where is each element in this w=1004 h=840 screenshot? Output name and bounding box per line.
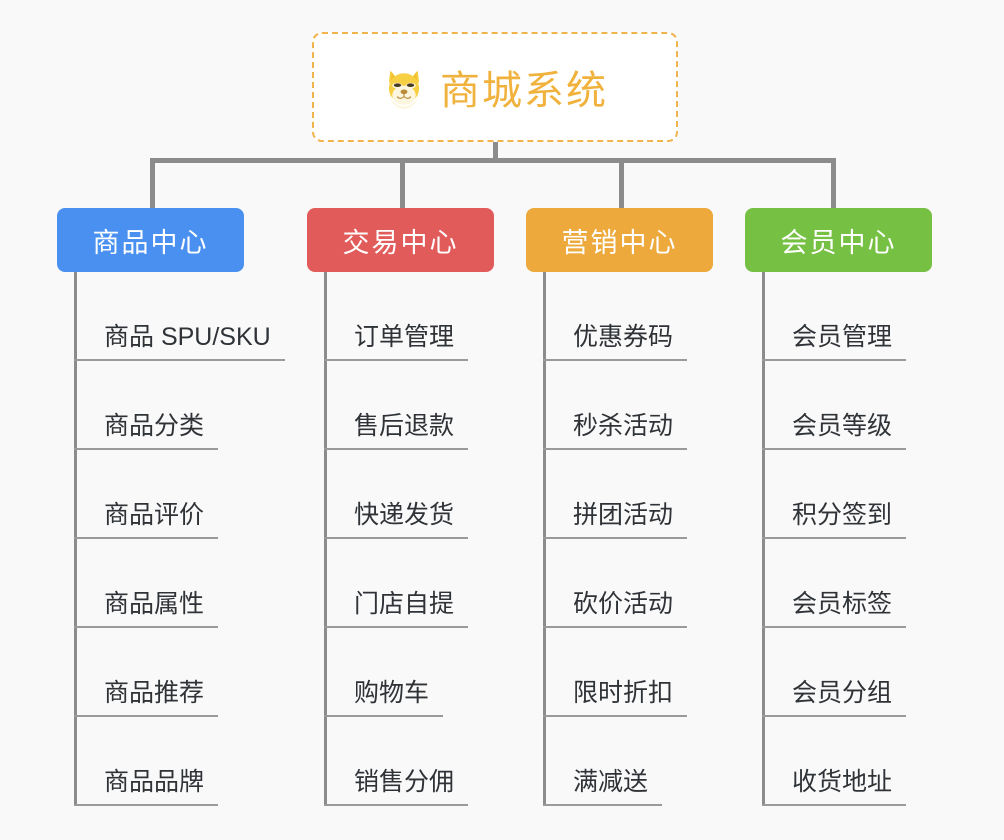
leaf-item[interactable]: 商品分类 [74, 361, 285, 450]
column-spine-3 [762, 272, 765, 806]
category-header-3[interactable]: 会员中心 [745, 208, 932, 272]
leaf-item[interactable]: 售后退款 [324, 361, 469, 450]
leaf-item[interactable]: 满减送 [543, 717, 687, 806]
leaf-item-label: 会员等级 [762, 411, 907, 450]
leaf-item[interactable]: 快递发货 [324, 450, 469, 539]
leaf-item-list-0: 商品 SPU/SKU 商品分类商品评价商品属性商品推荐商品品牌 [74, 272, 285, 806]
leaf-item[interactable]: 商品评价 [74, 450, 285, 539]
root-title: 商城系统 [440, 69, 608, 113]
branch-connector-3 [831, 158, 836, 208]
branch-connector-2 [619, 158, 624, 208]
leaf-item[interactable]: 会员分组 [762, 628, 907, 717]
leaf-item-label: 售后退款 [324, 411, 469, 450]
leaf-item-label: 拼团活动 [543, 500, 688, 539]
leaf-item[interactable]: 优惠券码 [543, 272, 688, 361]
branch-connector-1 [400, 158, 405, 208]
leaf-item[interactable]: 收货地址 [762, 717, 907, 806]
leaf-item-label: 会员标签 [762, 589, 907, 628]
leaf-item-list-2: 优惠券码秒杀活动拼团活动砍价活动限时折扣满减送 [543, 272, 688, 806]
leaf-item[interactable]: 会员管理 [762, 272, 907, 361]
leaf-item-label: 限时折扣 [543, 678, 688, 717]
leaf-item[interactable]: 会员等级 [762, 361, 907, 450]
column-spine-1 [324, 272, 327, 806]
leaf-item[interactable]: 积分签到 [762, 450, 907, 539]
leaf-item[interactable]: 销售分佣 [324, 717, 469, 806]
leaf-item-list-3: 会员管理会员等级积分签到会员标签会员分组收货地址 [762, 272, 907, 806]
root-node[interactable]: 商城系统 [312, 32, 678, 142]
column-spine-0 [74, 272, 77, 806]
category-header-0[interactable]: 商品中心 [57, 208, 244, 272]
leaf-item-label: 优惠券码 [543, 322, 688, 361]
leaf-item-list-1: 订单管理售后退款快递发货门店自提购物车销售分佣 [324, 272, 469, 806]
leaf-item-label: 秒杀活动 [543, 411, 688, 450]
leaf-item[interactable]: 商品品牌 [74, 717, 285, 806]
leaf-item-label: 收货地址 [762, 767, 907, 806]
leaf-item-label: 积分签到 [762, 500, 907, 539]
horizontal-bus-connector [150, 158, 835, 163]
leaf-item-label: 商品品牌 [74, 767, 219, 806]
leaf-item[interactable]: 商品 SPU/SKU [74, 272, 285, 361]
category-header-1[interactable]: 交易中心 [307, 208, 494, 272]
leaf-item-label: 满减送 [543, 767, 663, 806]
leaf-item[interactable]: 商品推荐 [74, 628, 285, 717]
leaf-item[interactable]: 门店自提 [324, 539, 469, 628]
leaf-item-label: 商品分类 [74, 411, 219, 450]
leaf-item-label: 砍价活动 [543, 589, 688, 628]
leaf-item-label: 购物车 [324, 678, 444, 717]
leaf-item[interactable]: 订单管理 [324, 272, 469, 361]
leaf-item-label: 订单管理 [324, 322, 469, 361]
leaf-item[interactable]: 购物车 [324, 628, 468, 717]
leaf-item-label: 会员分组 [762, 678, 907, 717]
leaf-item-label: 商品推荐 [74, 678, 219, 717]
column-spine-2 [543, 272, 546, 806]
leaf-item-label: 商品评价 [74, 500, 219, 539]
leaf-item[interactable]: 拼团活动 [543, 450, 688, 539]
root-stem-connector [493, 142, 498, 161]
category-column-2: 营销中心优惠券码秒杀活动拼团活动砍价活动限时折扣满减送 [526, 208, 713, 806]
category-column-0: 商品中心商品 SPU/SKU 商品分类商品评价商品属性商品推荐商品品牌 [57, 208, 285, 806]
category-header-label: 会员中心 [780, 227, 897, 258]
shiba-dog-face-icon [382, 65, 426, 109]
leaf-item[interactable]: 会员标签 [762, 539, 907, 628]
leaf-item-label: 快递发货 [324, 500, 469, 539]
leaf-item[interactable]: 秒杀活动 [543, 361, 688, 450]
leaf-item-label: 商品 SPU/SKU [74, 322, 285, 361]
leaf-item-label: 会员管理 [762, 322, 907, 361]
leaf-item[interactable]: 砍价活动 [543, 539, 688, 628]
leaf-item-label: 销售分佣 [324, 767, 469, 806]
category-header-label: 营销中心 [561, 227, 678, 258]
category-column-1: 交易中心订单管理售后退款快递发货门店自提购物车销售分佣 [307, 208, 494, 806]
category-column-3: 会员中心会员管理会员等级积分签到会员标签会员分组收货地址 [745, 208, 932, 806]
category-header-label: 商品中心 [92, 227, 209, 258]
category-header-label: 交易中心 [342, 227, 459, 258]
branch-connector-0 [150, 158, 155, 208]
leaf-item-label: 门店自提 [324, 589, 469, 628]
leaf-item[interactable]: 商品属性 [74, 539, 285, 628]
category-header-2[interactable]: 营销中心 [526, 208, 713, 272]
leaf-item[interactable]: 限时折扣 [543, 628, 688, 717]
leaf-item-label: 商品属性 [74, 589, 219, 628]
